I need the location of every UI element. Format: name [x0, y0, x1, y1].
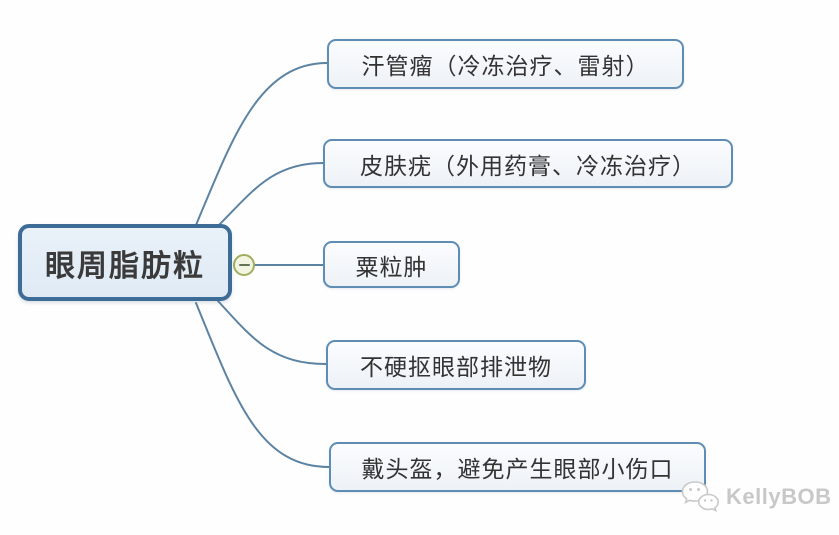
connector-branch-2 [217, 162, 324, 227]
branch-node-label: 戴头盔，避免产生眼部小伤口 [361, 457, 674, 482]
branch-node-label: 皮肤疣（外用药膏、冷冻治疗） [360, 153, 696, 179]
minus-icon [238, 264, 250, 266]
collapse-toggle-button[interactable] [233, 254, 255, 276]
branch-node-milia[interactable]: 粟粒肿 [323, 241, 460, 288]
connector-branch-4 [217, 300, 327, 365]
branch-node-helmet[interactable]: 戴头盔，避免产生眼部小伤口 [329, 442, 706, 492]
watermark: KellyBOB [680, 479, 831, 515]
watermark-text: KellyBOB [726, 484, 832, 509]
branch-node-label: 不硬抠眼部排泄物 [360, 355, 552, 380]
root-node[interactable]: 眼周脂肪粒 [18, 224, 232, 301]
connector-branch-1 [195, 62, 328, 226]
branch-node-skin-wart[interactable]: 皮肤疣（外用药膏、冷冻治疗） [323, 139, 733, 188]
branch-node-no-picking[interactable]: 不硬抠眼部排泄物 [326, 340, 586, 390]
branch-node-label: 粟粒肿 [355, 254, 428, 280]
wechat-icon [681, 481, 720, 513]
branch-node-syringoma[interactable]: 汗管瘤（冷冻治疗、雷射） [327, 39, 684, 89]
branch-node-label: 汗管瘤（冷冻治疗、雷射） [361, 54, 650, 79]
root-node-label: 眼周脂肪粒 [45, 249, 205, 283]
connector-branch-5 [195, 302, 330, 468]
